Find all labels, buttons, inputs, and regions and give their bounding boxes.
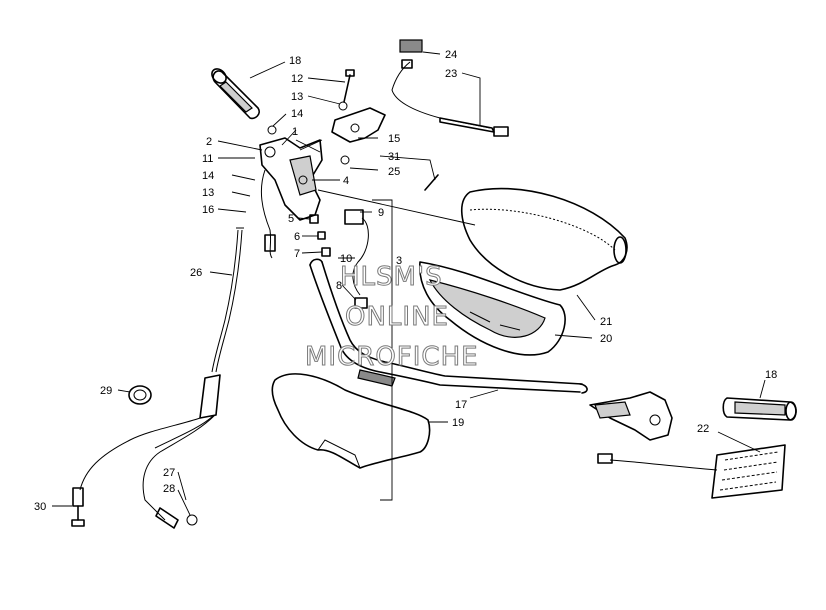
throttle-housing: [259, 137, 323, 221]
callout-23: 23: [445, 68, 457, 80]
callout-22: 22: [697, 423, 709, 435]
callout-16: 16: [202, 204, 214, 216]
grip-left: [211, 68, 260, 120]
callout-1: 1: [292, 126, 298, 138]
callout-25: 25: [388, 166, 400, 178]
callout-30: 30: [34, 501, 46, 513]
callout-19: 19: [452, 417, 464, 429]
grip-right: [722, 397, 797, 421]
watermark: HLSM'S ONLINE MICROFICHE: [305, 262, 479, 373]
callout-6: 6: [294, 231, 300, 243]
callout-3: 3: [396, 255, 402, 267]
callout-14-left: 14: [202, 170, 214, 182]
callout-4: 4: [343, 175, 349, 187]
watermark-line-2: ONLINE: [345, 302, 449, 332]
callout-31: 31: [388, 151, 400, 163]
callout-14-top: 14: [291, 108, 303, 120]
leader-lines: [52, 51, 766, 516]
callout-27: 27: [163, 467, 175, 479]
callout-10: 10: [340, 253, 352, 265]
callout-18-top: 18: [289, 55, 301, 67]
callout-7: 7: [294, 248, 300, 260]
mounting-bracket: [331, 107, 386, 143]
callout-9: 9: [378, 207, 384, 219]
callout-29: 29: [100, 385, 112, 397]
pin-and-nut: [340, 155, 439, 191]
callout-13-left: 13: [202, 187, 214, 199]
heater-element: [597, 444, 786, 499]
callout-20: 20: [600, 333, 612, 345]
throttle-cable: [71, 227, 244, 529]
callout-26: 26: [190, 267, 202, 279]
callout-labels: 1 2 3 4 5 6 7 8 9 10 11 12 13 13 14 14 1…: [34, 49, 777, 513]
callout-5: 5: [288, 213, 294, 225]
callout-17: 17: [455, 399, 467, 411]
callout-18-right: 18: [765, 369, 777, 381]
bolt-stack: [267, 69, 355, 135]
handlebar-pad-upper: [460, 187, 628, 291]
callout-11: 11: [202, 153, 213, 165]
watermark-line-3: MICROFICHE: [305, 342, 479, 372]
callout-2: 2: [206, 136, 212, 148]
cable-clamp: [128, 385, 152, 405]
callout-12: 12: [291, 73, 303, 85]
handlebar-cover: [419, 261, 566, 356]
handlebar-pad-lower: [271, 373, 431, 469]
watermark-line-1: HLSM'S: [340, 262, 443, 292]
switch-connector: [344, 209, 369, 309]
small-fittings: [309, 214, 331, 257]
callout-13-top: 13: [291, 91, 303, 103]
callout-28: 28: [163, 483, 175, 495]
callout-24: 24: [445, 49, 457, 61]
handlebar: [309, 258, 588, 394]
housing-wire: [260, 169, 276, 259]
callout-8: 8: [336, 280, 342, 292]
callout-21: 21: [600, 316, 612, 328]
callout-15: 15: [388, 133, 400, 145]
heater-wire-upper: [391, 39, 509, 137]
brake-housing-right: [589, 391, 673, 441]
